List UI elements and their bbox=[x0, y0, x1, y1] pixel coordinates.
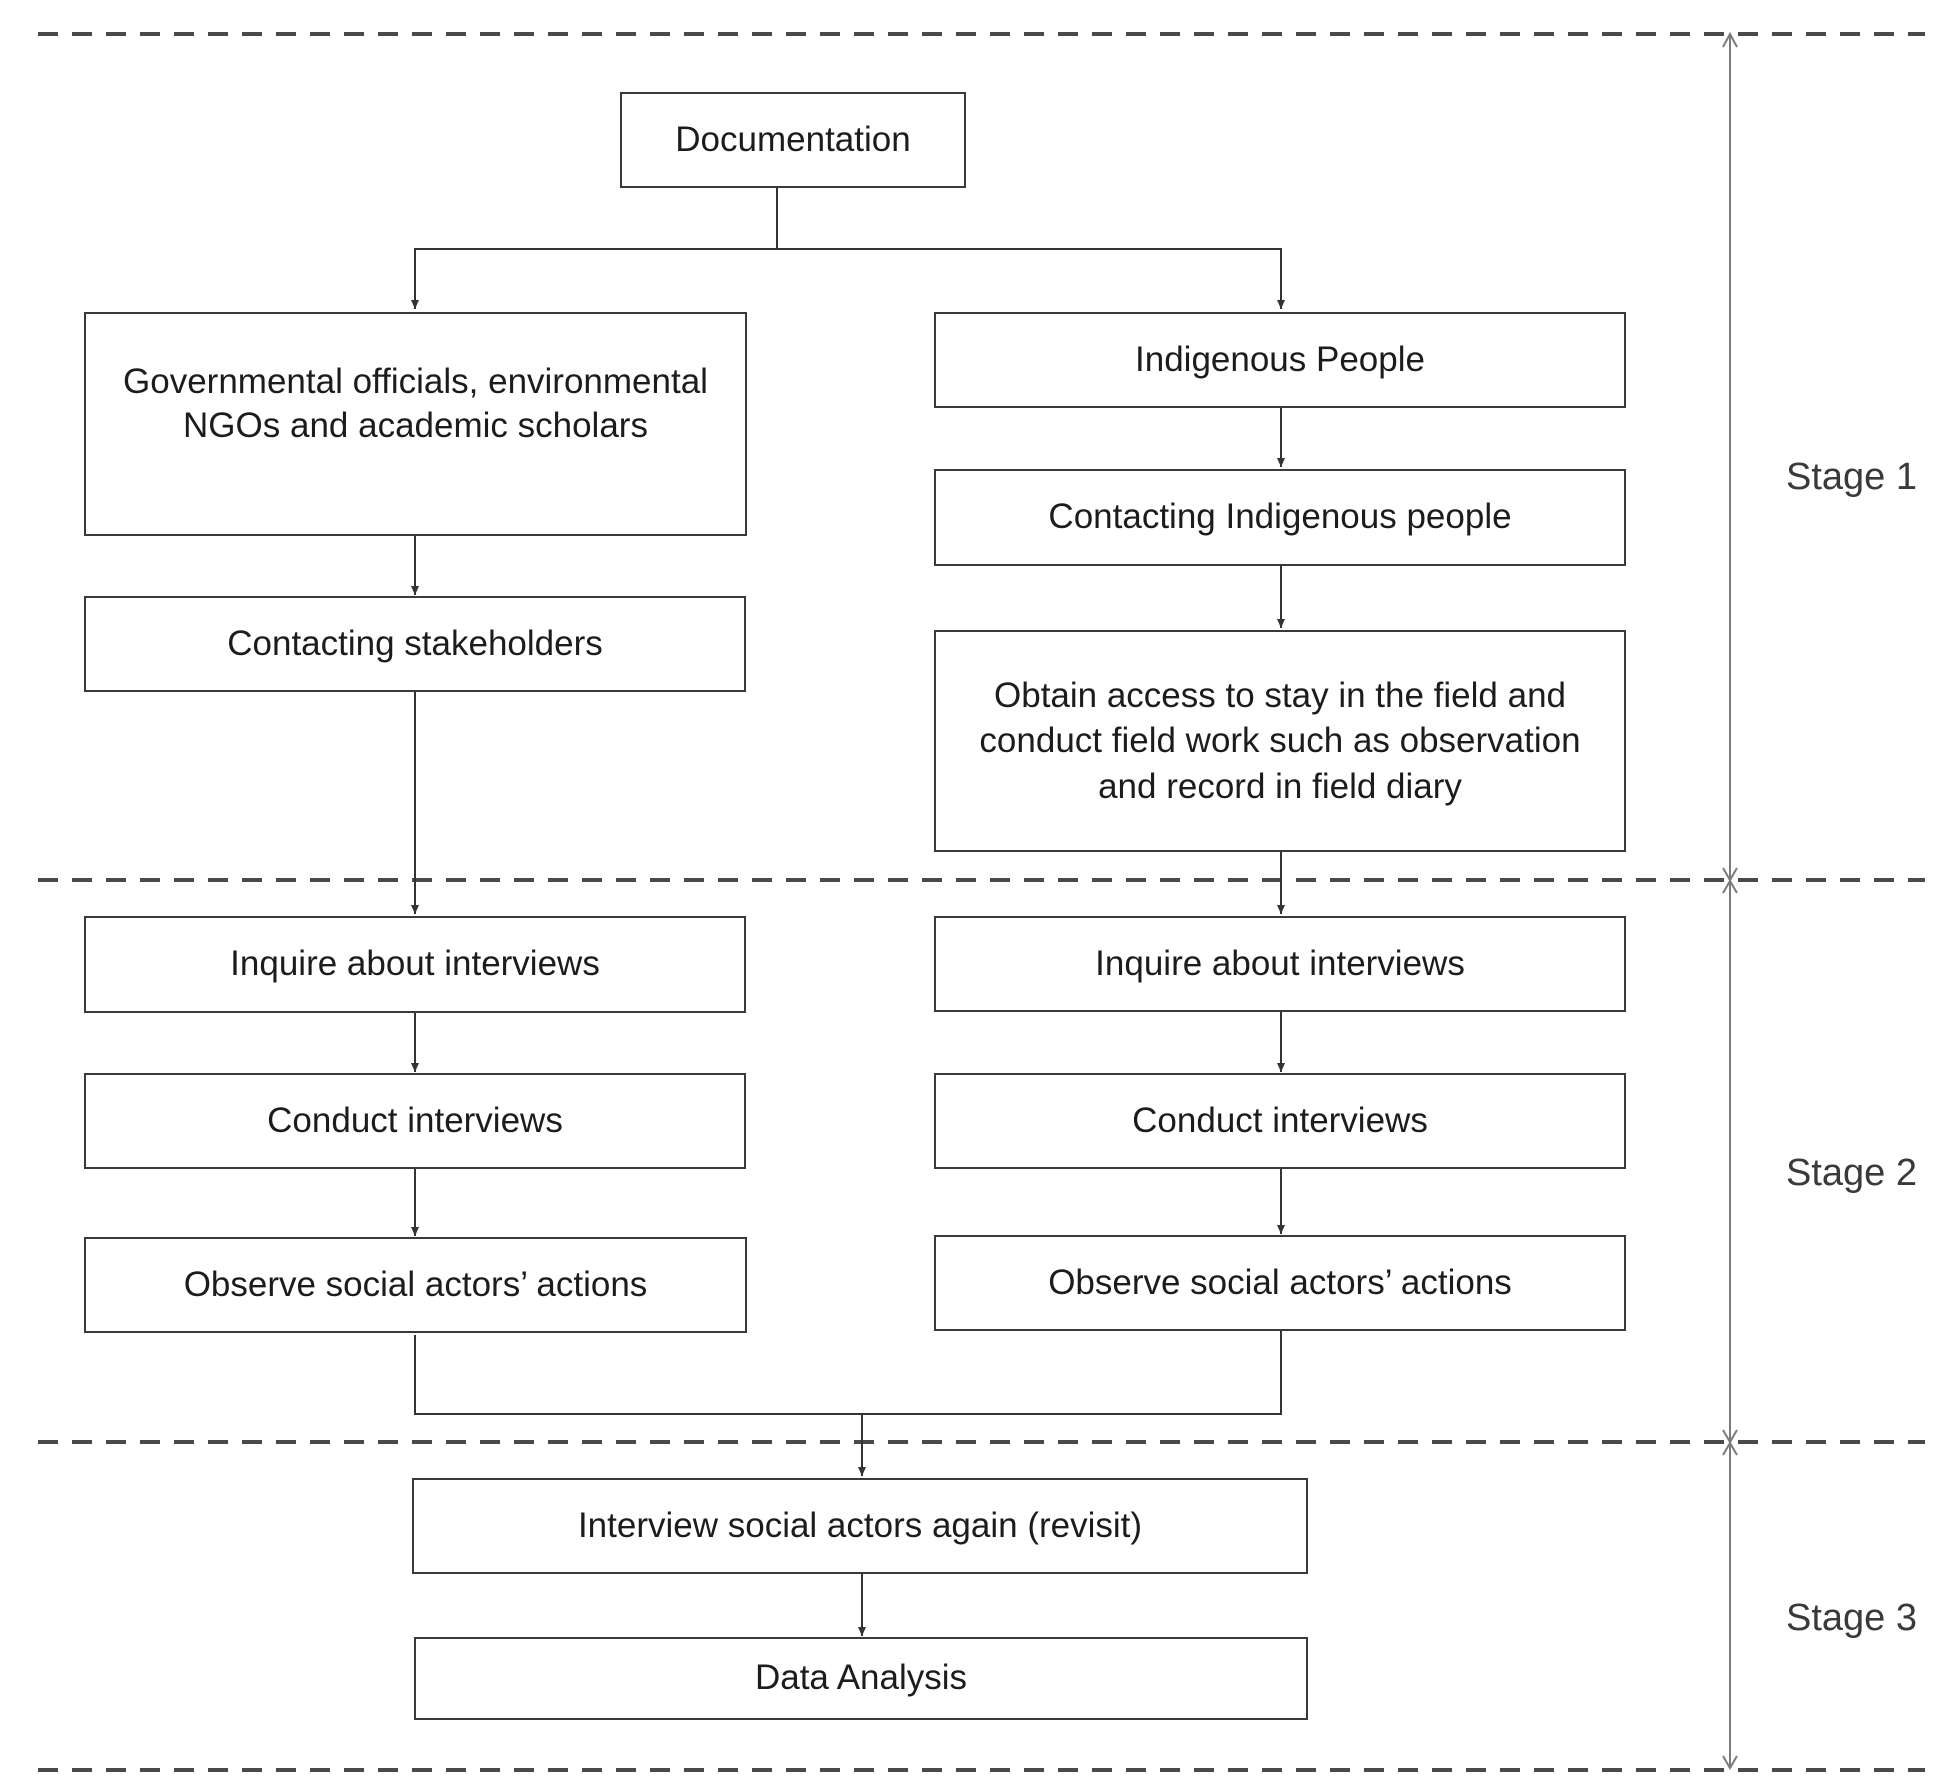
left-observe-box: Observe social actors’ actions bbox=[84, 1237, 747, 1333]
stage-1-label: Stage 1 bbox=[1786, 456, 1917, 498]
contacting-indigenous-box: Contacting Indigenous people bbox=[934, 469, 1626, 566]
revisit-box: Interview social actors again (revisit) bbox=[412, 1478, 1308, 1574]
right-inquire-box: Inquire about interviews bbox=[934, 916, 1626, 1012]
indigenous-people-box: Indigenous People bbox=[934, 312, 1626, 408]
right-observe-box: Observe social actors’ actions bbox=[934, 1235, 1626, 1331]
contacting-stakeholders-box: Contacting stakeholders bbox=[84, 596, 746, 692]
stage-axis-arrow-3-up bbox=[1722, 1441, 1738, 1456]
left-conduct-box: Conduct interviews bbox=[84, 1073, 746, 1169]
connector-documentation-split bbox=[414, 248, 1285, 309]
stakeholder-group-box: Governmental officials, environmental NG… bbox=[84, 312, 747, 536]
stage-dividers bbox=[38, 32, 1925, 1772]
stage-axis-arrow-2-up bbox=[1722, 879, 1738, 894]
stage-2-label: Stage 2 bbox=[1786, 1152, 1917, 1194]
data-analysis-box: Data Analysis bbox=[414, 1637, 1308, 1720]
documentation-box: Documentation bbox=[620, 92, 966, 188]
left-inquire-box: Inquire about interviews bbox=[84, 916, 746, 1013]
connectors bbox=[411, 187, 1285, 1636]
stage-axis bbox=[1722, 31, 1738, 1770]
stage-axis-arrow-top bbox=[1722, 31, 1738, 48]
stage-3-label: Stage 3 bbox=[1786, 1597, 1917, 1639]
connector-merge bbox=[414, 1331, 1282, 1415]
obtain-access-box: Obtain access to stay in the field and c… bbox=[934, 630, 1626, 852]
stage-axis-arrow-bottom bbox=[1722, 1755, 1738, 1770]
right-conduct-box: Conduct interviews bbox=[934, 1073, 1626, 1169]
